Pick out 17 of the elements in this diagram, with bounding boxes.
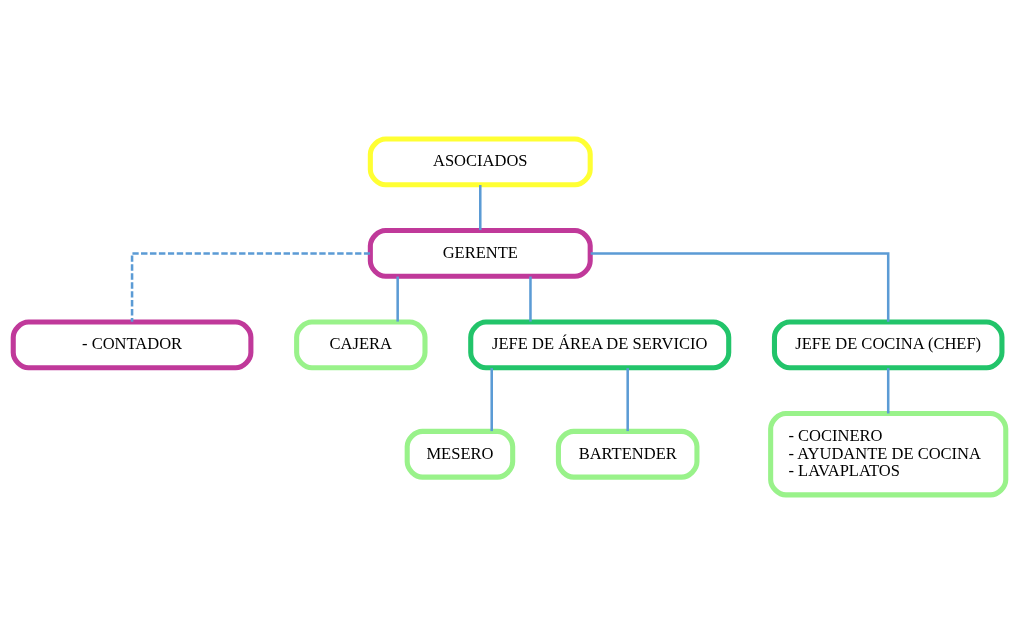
node-box: - COCINERO - AYUDANTE DE COCINA - LAVAPLATOS xyxy=(768,411,1009,498)
connector xyxy=(479,185,482,231)
node-box: JEFE DE COCINA (CHEF) xyxy=(771,319,1005,371)
connector xyxy=(886,368,890,414)
node-box: - CONTADOR xyxy=(10,319,254,371)
node-box: ASOCIADOS xyxy=(367,136,593,188)
node-box: MESERO xyxy=(404,428,516,480)
connector xyxy=(490,368,493,432)
node-box: JEFE DE ÁREA DE SERVICIO xyxy=(468,319,732,371)
connector xyxy=(590,252,890,322)
node-box: CAJERA xyxy=(294,319,428,371)
node-box: BARTENDER xyxy=(555,428,700,480)
connector xyxy=(396,276,399,322)
connector xyxy=(529,276,532,322)
node-box: GERENTE xyxy=(367,228,593,279)
connector xyxy=(626,368,629,432)
connector xyxy=(130,252,371,322)
